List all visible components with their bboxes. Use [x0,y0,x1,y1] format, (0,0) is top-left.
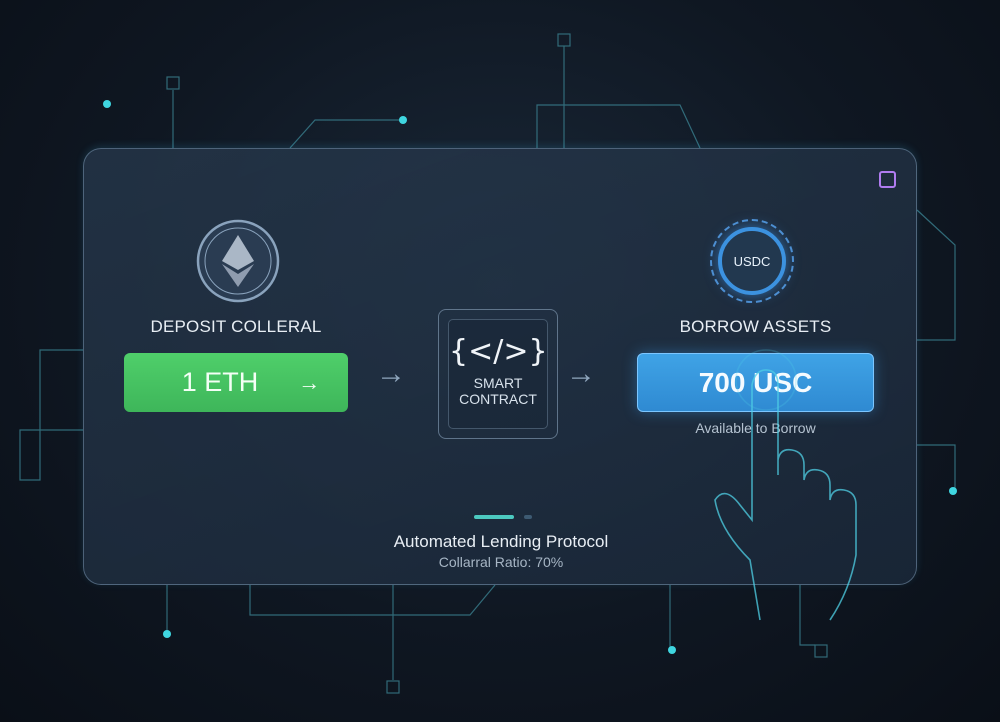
code-icon: {</>} [449,334,548,369]
contract-label-line1: SMART [473,375,523,391]
progress-step-inactive [524,515,532,519]
deposit-amount: 1 ETH [181,367,259,397]
borrow-caption: Available to Borrow [695,420,816,436]
smart-contract-box[interactable]: {</>} SMART CONTRACT [438,309,558,439]
ethereum-icon [196,219,280,303]
deposit-amount-button[interactable]: 1 ETH → [124,353,348,412]
borrow-amount-button[interactable]: 700 USC [637,353,874,412]
hand-pointer-icon [714,349,857,621]
usdc-badge: USDC [710,219,794,303]
flow-arrow-icon: → [376,357,406,390]
deposit-label: DEPOSIT COLLERAL [150,317,322,336]
arrow-right-icon: → [298,369,321,395]
window-icon[interactable] [877,169,899,191]
progress-step-active [474,515,514,519]
flow-arrow-icon: → [566,357,596,390]
collateral-ratio: Collarral Ratio: 70% [438,554,564,570]
usdc-icon: USDC [718,227,786,295]
contract-label-line2: CONTRACT [459,391,537,407]
lending-card: DEPOSIT COLLERAL 1 ETH → → {</>} SMART C… [83,148,917,585]
borrow-label: BORROW ASSETS [679,317,832,336]
footer-title: Automated Lending Protocol [393,532,609,551]
